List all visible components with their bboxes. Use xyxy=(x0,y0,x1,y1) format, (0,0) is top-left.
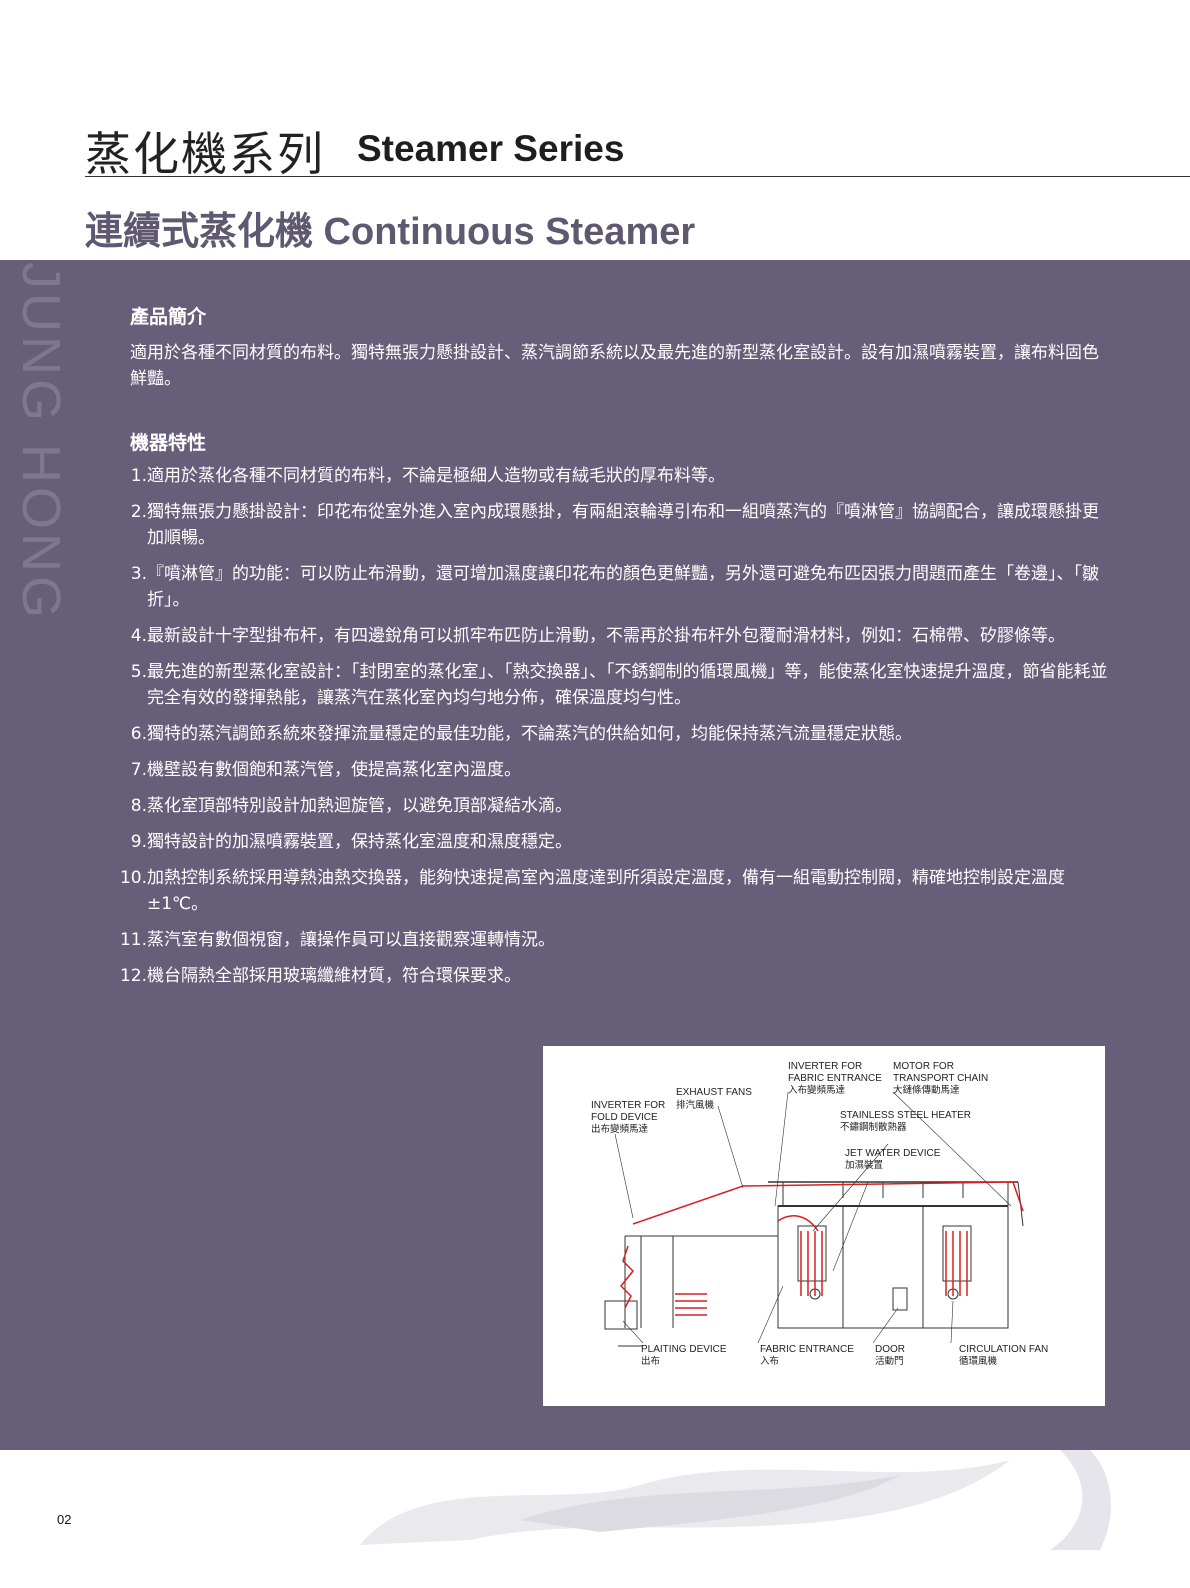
feature-item: 3.『噴淋管』的功能：可以防止布滑動，還可增加濕度讓印花布的顏色更鮮豔，另外還可… xyxy=(116,561,1111,613)
feature-text: 獨特無張力懸掛設計：印花布從室外進入室內成環懸掛，有兩組滾輪導引布和一組噴蒸汽的… xyxy=(147,502,1099,548)
feature-text: 機台隔熱全部採用玻璃纖維材質，符合環保要求。 xyxy=(147,966,521,986)
label-inverter-fabric-en1: INVERTER FOR xyxy=(788,1061,862,1072)
intro-text: 適用於各種不同材質的布料。獨特無張力懸掛設計、蒸汽調節系統以及最先進的新型蒸化室… xyxy=(130,343,1099,389)
feature-item: 5.最先進的新型蒸化室設計：「封閉室的蒸化室」、「熱交換器」、「不銹鋼制的循環風… xyxy=(116,659,1111,711)
series-title-english: Steamer Series xyxy=(357,128,625,169)
label-heater-zh: 不鏽鋼制散熱器 xyxy=(840,1121,907,1133)
feature-text: 機壁設有數個飽和蒸汽管，使提高蒸化室內溫度。 xyxy=(147,760,521,780)
page-number: 02 xyxy=(57,1512,72,1527)
fabric-path xyxy=(619,1181,1024,1316)
label-plaiting-en: PLAITING DEVICE xyxy=(641,1344,727,1355)
label-motor-en2: TRANSPORT CHAIN xyxy=(893,1073,988,1084)
feature-number: 2. xyxy=(130,502,147,522)
label-inverter-fold-en2: FOLD DEVICE xyxy=(591,1112,658,1123)
feature-text: 蒸化室頂部特別設計加熱迴旋管，以避免頂部凝結水滴。 xyxy=(147,796,572,816)
heater-left xyxy=(797,1225,827,1282)
feature-number: 6. xyxy=(130,724,147,744)
series-title-chinese: 蒸化機系列 xyxy=(85,127,325,181)
features-heading: 機器特性 xyxy=(130,432,207,454)
label-jet-zh: 加濕裝置 xyxy=(845,1159,883,1171)
feature-number: 1. xyxy=(130,466,147,486)
feature-number: 3. xyxy=(130,564,147,584)
feature-item: 10.加熱控制系統採用導熱油熱交換器，能夠快速提高室內溫度達到所須設定溫度，備有… xyxy=(116,865,1111,917)
steamer-diagram-svg: INVERTER FOR FOLD DEVICE 出布變頻馬達 EXHAUST … xyxy=(591,1061,1048,1367)
feature-text: 『噴淋管』的功能：可以防止布滑動，還可增加濕度讓印花布的顏色更鮮豔，另外還可避免… xyxy=(147,564,1099,610)
feature-number: 9. xyxy=(130,832,147,852)
feature-text: 加熱控制系統採用導熱油熱交換器，能夠快速提高室內溫度達到所須設定溫度，備有一組電… xyxy=(147,868,1065,914)
label-inverter-fabric-en2: FABRIC ENTRANCE xyxy=(788,1073,882,1084)
diagram-pointers xyxy=(614,1091,1012,1344)
label-inverter-fold-en1: INVERTER FOR xyxy=(591,1100,665,1111)
heater-right xyxy=(942,1225,972,1282)
label-door-zh: 活動門 xyxy=(875,1355,904,1367)
features-list: 1.適用於蒸化各種不同材質的布料，不論是極細人造物或有絨毛狀的厚布料等。 2.獨… xyxy=(116,463,1111,999)
label-exhaust-en: EXHAUST FANS xyxy=(676,1087,752,1098)
label-inverter-fold-zh: 出布變頻馬達 xyxy=(591,1123,649,1135)
feature-item: 9.獨特設計的加濕噴霧裝置，保持蒸化室溫度和濕度穩定。 xyxy=(116,829,1111,855)
label-inverter-fabric-zh: 入布變頻馬達 xyxy=(788,1084,846,1096)
feature-item: 11.蒸汽室有數個視窗，讓操作員可以直接觀察運轉情況。 xyxy=(116,927,1111,953)
feature-item: 6.獨特的蒸汽調節系統來發揮流量穩定的最佳功能，不論蒸汽的供給如何，均能保持蒸汽… xyxy=(116,721,1111,747)
feature-item: 8.蒸化室頂部特別設計加熱迴旋管，以避免頂部凝結水滴。 xyxy=(116,793,1111,819)
feature-number: 12. xyxy=(119,966,147,986)
feature-number: 5. xyxy=(130,662,147,682)
feature-item: 1.適用於蒸化各種不同材質的布料，不論是極細人造物或有絨毛狀的厚布料等。 xyxy=(116,463,1111,489)
door xyxy=(892,1287,908,1311)
label-fan-en: CIRCULATION FAN xyxy=(959,1344,1048,1355)
intro-heading: 產品簡介 xyxy=(130,306,207,328)
product-title: 連續式蒸化機 Continuous Steamer xyxy=(85,211,696,253)
label-motor-zh: 大鏈條傳動馬達 xyxy=(893,1084,960,1096)
feature-text: 最新設計十字型掛布杆，有四邊銳角可以抓牢布匹防止滑動，不需再於掛布杆外包覆耐滑材… xyxy=(147,626,1065,646)
label-motor-en1: MOTOR FOR xyxy=(893,1061,954,1072)
feature-number: 4. xyxy=(130,626,147,646)
feature-text: 獨特的蒸汽調節系統來發揮流量穩定的最佳功能，不論蒸汽的供給如何，均能保持蒸汽流量… xyxy=(147,724,912,744)
label-exhaust-zh: 排汽風機 xyxy=(676,1099,715,1111)
feature-item: 4.最新設計十字型掛布杆，有四邊銳角可以抓牢布匹防止滑動，不需再於掛布杆外包覆耐… xyxy=(116,623,1111,649)
feature-number: 8. xyxy=(130,796,147,816)
feature-text: 最先進的新型蒸化室設計：「封閉室的蒸化室」、「熱交換器」、「不銹鋼制的循環風機」… xyxy=(147,662,1108,708)
silk-decoration-image xyxy=(360,1450,1111,1550)
feature-number: 11. xyxy=(119,930,147,950)
brand-vertical-text: JUNG HONG xyxy=(11,262,71,622)
label-fan-zh: 循環風機 xyxy=(959,1355,998,1367)
title-divider xyxy=(85,176,1190,177)
feature-item: 7.機壁設有數個飽和蒸汽管，使提高蒸化室內溫度。 xyxy=(116,757,1111,783)
label-entrance-zh: 入布 xyxy=(760,1355,779,1367)
feature-number: 10. xyxy=(119,868,147,888)
feature-text: 蒸汽室有數個視窗，讓操作員可以直接觀察運轉情況。 xyxy=(147,930,555,950)
steamer-diagram: INVERTER FOR FOLD DEVICE 出布變頻馬達 EXHAUST … xyxy=(543,1046,1105,1406)
label-heater-en: STAINLESS STEEL HEATER xyxy=(840,1110,971,1121)
feature-text: 適用於蒸化各種不同材質的布料，不論是極細人造物或有絨毛狀的厚布料等。 xyxy=(147,466,725,486)
label-jet-en: JET WATER DEVICE xyxy=(845,1148,941,1159)
label-door-en: DOOR xyxy=(875,1344,905,1355)
feature-item: 2.獨特無張力懸掛設計：印花布從室外進入室內成環懸掛，有兩組滾輪導引布和一組噴蒸… xyxy=(116,499,1111,551)
label-entrance-en: FABRIC ENTRANCE xyxy=(760,1344,854,1355)
feature-number: 7. xyxy=(130,760,147,780)
feature-item: 12.機台隔熱全部採用玻璃纖維材質，符合環保要求。 xyxy=(116,963,1111,989)
feature-text: 獨特設計的加濕噴霧裝置，保持蒸化室溫度和濕度穩定。 xyxy=(147,832,572,852)
plaiting-box xyxy=(604,1300,638,1330)
label-plaiting-zh: 出布 xyxy=(641,1355,660,1367)
